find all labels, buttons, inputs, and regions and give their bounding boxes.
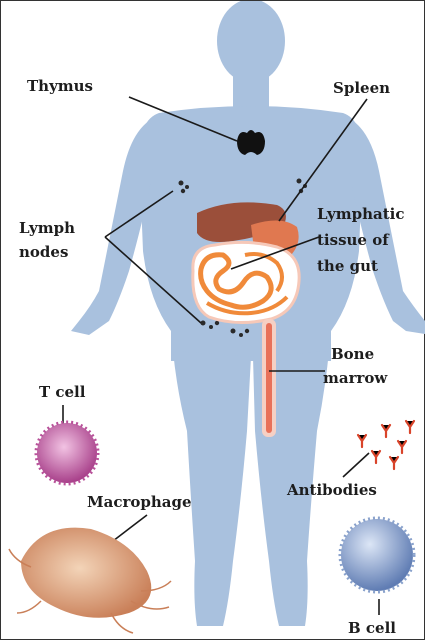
thymus-organ [237, 130, 265, 155]
label-macrophage: Macrophage [87, 493, 192, 511]
label-gut-line2: tissue of [317, 231, 390, 249]
label-lymph-nodes-line1: Lymph [19, 219, 75, 237]
label-lymph-nodes-line2: nodes [19, 243, 68, 261]
label-thymus: Thymus [27, 77, 93, 95]
label-bone-marrow-line2: marrow [323, 369, 388, 387]
label-b-cell: B cell [348, 619, 396, 637]
antibodies-illustration [358, 421, 414, 469]
bone-marrow-organ [262, 319, 276, 437]
label-gut-line3: the gut [317, 257, 378, 275]
label-spleen: Spleen [333, 79, 390, 97]
intestines-organ [193, 242, 299, 322]
label-gut-line1: Lymphatic [317, 205, 404, 223]
macrophage-illustration [9, 528, 171, 633]
t-cell-illustration [36, 422, 98, 484]
b-cell-illustration [340, 518, 414, 592]
label-t-cell: T cell [39, 383, 86, 401]
label-bone-marrow-line1: Bone [331, 345, 374, 363]
label-antibodies: Antibodies [286, 481, 377, 499]
